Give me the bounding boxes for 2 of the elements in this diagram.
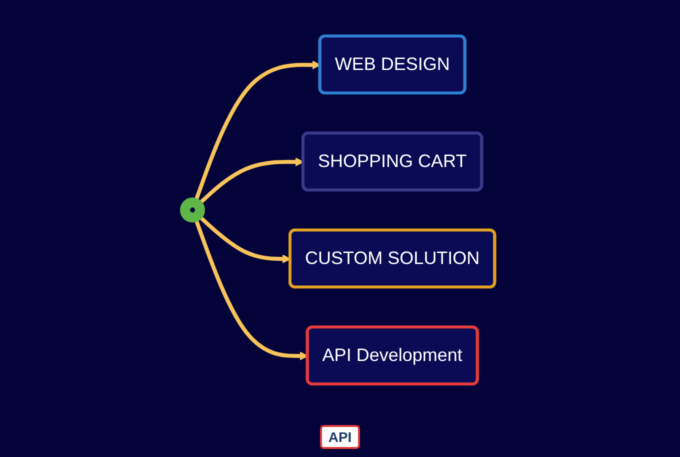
icon-caption: API — [320, 425, 360, 449]
node-circle — [180, 198, 206, 222]
